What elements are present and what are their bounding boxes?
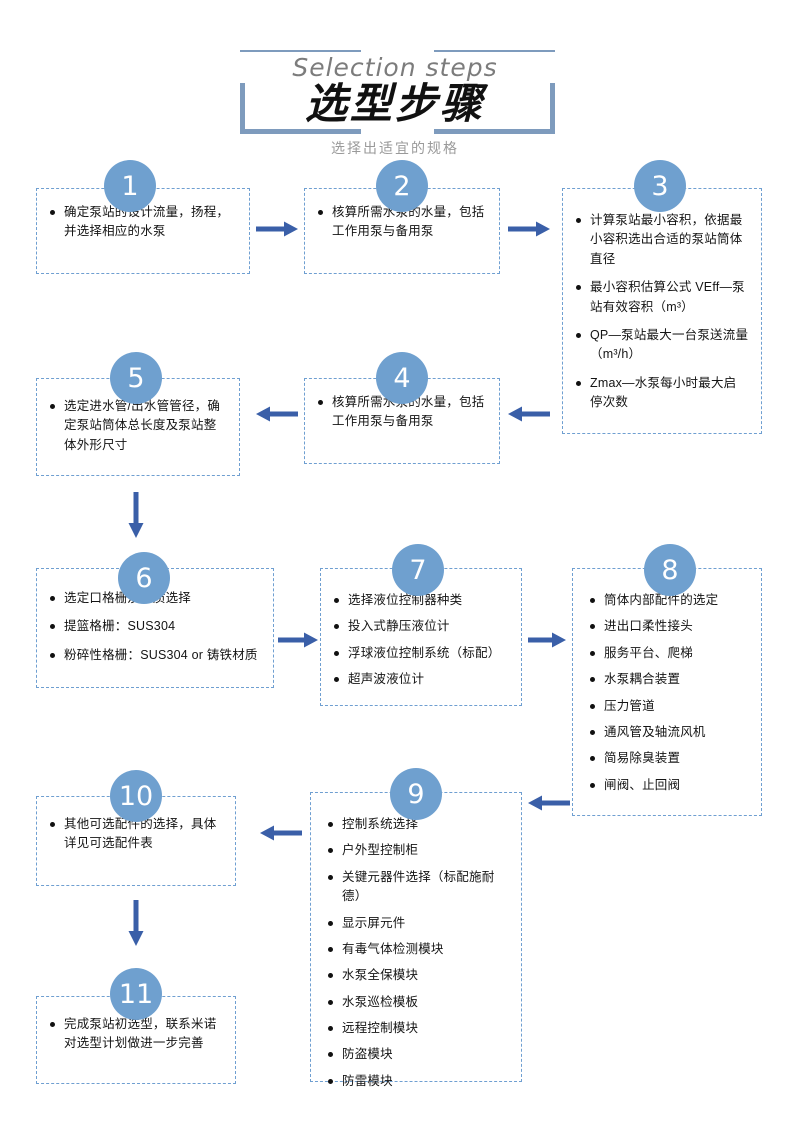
arrow-step1-to-step2 [256, 221, 298, 237]
bullet-item: 户外型控制柜 [327, 841, 509, 860]
step-badge-11: 11 [110, 968, 162, 1020]
step-badge-5: 5 [110, 352, 162, 404]
bullet-item: 水泵全保模块 [327, 966, 509, 985]
arrow-step3-to-step4 [508, 406, 550, 422]
bullet-item: 水泵耦合装置 [589, 670, 749, 689]
step-9-body: 控制系统选择 户外型控制柜 关键元器件选择（标配施耐德） 显示屏元件 有毒气体检… [311, 793, 521, 1101]
bullet-item: 闸阀、止回阀 [589, 776, 749, 795]
bullet-item: 其他可选配件的选择，具体详见可选配件表 [49, 815, 223, 854]
arrow-step8-to-step9 [528, 795, 570, 811]
step-badge-6: 6 [118, 552, 170, 604]
bullet-item: 超声波液位计 [333, 670, 509, 689]
title-block: Selection steps 选型步骤 选择出适宜的规格 [0, 24, 790, 160]
page-title: 选型步骤 [304, 79, 485, 128]
step-badge-10: 10 [110, 770, 162, 822]
step-box-7[interactable]: 选择液位控制器种类 投入式静压液位计 浮球液位控制系统（标配） 超声波液位计 [320, 568, 522, 706]
step-badge-1: 1 [104, 160, 156, 212]
step-box-8[interactable]: 筒体内部配件的选定 进出口柔性接头 服务平台、爬梯 水泵耦合装置 压力管道 通风… [572, 568, 762, 816]
arrow-step5-to-step6 [128, 492, 144, 538]
bullet-item: 防盗模块 [327, 1045, 509, 1064]
step-5-bullets: 选定进水管/出水管管径，确定泵站筒体总长度及泵站整体外形尺寸 [49, 397, 227, 455]
bullet-item: QP—泵站最大一台泵送流量（m³/h） [575, 326, 749, 365]
step-2-body: 核算所需水泵的水量，包括工作用泵与备用泵 [305, 189, 499, 252]
step-10-bullets: 其他可选配件的选择，具体详见可选配件表 [49, 815, 223, 854]
step-8-body: 筒体内部配件的选定 进出口柔性接头 服务平台、爬梯 水泵耦合装置 压力管道 通风… [573, 569, 761, 805]
bullet-item: 有毒气体检测模块 [327, 940, 509, 959]
step-3-bullets: 计算泵站最小容积，依据最小容积选出合适的泵站筒体直径 最小容积估算公式 VEff… [575, 211, 749, 412]
step-5-body: 选定进水管/出水管管径，确定泵站筒体总长度及泵站整体外形尺寸 [37, 379, 239, 465]
step-badge-7: 7 [392, 544, 444, 596]
bullet-item: 选定进水管/出水管管径，确定泵站筒体总长度及泵站整体外形尺寸 [49, 397, 227, 455]
step-badge-2: 2 [376, 160, 428, 212]
step-11-body: 完成泵站初选型，联系米诺对选型计划做进一步完善 [37, 997, 235, 1064]
step-3-body: 计算泵站最小容积，依据最小容积选出合适的泵站筒体直径 最小容积估算公式 VEff… [563, 189, 761, 422]
step-badge-9: 9 [390, 768, 442, 820]
bullet-item: 完成泵站初选型，联系米诺对选型计划做进一步完善 [49, 1015, 223, 1054]
bullet-item: 计算泵站最小容积，依据最小容积选出合适的泵站筒体直径 [575, 211, 749, 269]
bullet-item: 通风管及轴流风机 [589, 723, 749, 742]
step-11-bullets: 完成泵站初选型，联系米诺对选型计划做进一步完善 [49, 1015, 223, 1054]
bullet-item: 选择液位控制器种类 [333, 591, 509, 610]
arrow-step2-to-step3 [508, 221, 550, 237]
step-1-bullets: 确定泵站的设计流量，扬程，并选择相应的水泵 [49, 203, 237, 242]
bullet-item: 核算所需水泵的水量，包括工作用泵与备用泵 [317, 203, 487, 242]
bullet-item: 浮球液位控制系统（标配） [333, 644, 509, 663]
step-badge-4: 4 [376, 352, 428, 404]
step-box-9[interactable]: 控制系统选择 户外型控制柜 关键元器件选择（标配施耐德） 显示屏元件 有毒气体检… [310, 792, 522, 1088]
arrow-step7-to-step8 [528, 632, 566, 648]
bullet-item: 投入式静压液位计 [333, 617, 509, 636]
bullet-item: 粉碎性格栅：SUS304 or 铸铁材质 [49, 646, 261, 665]
arrow-step4-to-step5 [256, 406, 298, 422]
arrow-step9-to-step10 [260, 825, 302, 841]
step-box-11[interactable]: 完成泵站初选型，联系米诺对选型计划做进一步完善 [36, 996, 236, 1084]
bullet-item: Zmax—水泵每小时最大启停次数 [575, 374, 749, 413]
bullet-item: 控制系统选择 [327, 815, 509, 834]
step-7-bullets: 选择液位控制器种类 投入式静压液位计 浮球液位控制系统（标配） 超声波液位计 [333, 591, 509, 690]
bullet-item: 提篮格栅：SUS304 [49, 617, 261, 636]
bullet-item: 筒体内部配件的选定 [589, 591, 749, 610]
step-badge-8: 8 [644, 544, 696, 596]
step-box-2[interactable]: 核算所需水泵的水量，包括工作用泵与备用泵 [304, 188, 500, 274]
title-english: Selection steps [0, 52, 790, 83]
step-7-body: 选择液位控制器种类 投入式静压液位计 浮球液位控制系统（标配） 超声波液位计 [321, 569, 521, 700]
bullet-item: 压力管道 [589, 697, 749, 716]
arrow-step10-to-step11 [128, 900, 144, 946]
step-box-3[interactable]: 计算泵站最小容积，依据最小容积选出合适的泵站筒体直径 最小容积估算公式 VEff… [562, 188, 762, 434]
title-subtitle: 选择出适宜的规格 [0, 136, 790, 160]
step-1-body: 确定泵站的设计流量，扬程，并选择相应的水泵 [37, 189, 249, 252]
bullet-item: 显示屏元件 [327, 914, 509, 933]
bullet-item: 确定泵站的设计流量，扬程，并选择相应的水泵 [49, 203, 237, 242]
bullet-item: 水泵巡检模板 [327, 993, 509, 1012]
bullet-item: 防雷模块 [327, 1072, 509, 1091]
bullet-item: 服务平台、爬梯 [589, 644, 749, 663]
bullet-item: 进出口柔性接头 [589, 617, 749, 636]
step-badge-3: 3 [634, 160, 686, 212]
step-10-body: 其他可选配件的选择，具体详见可选配件表 [37, 797, 235, 864]
step-2-bullets: 核算所需水泵的水量，包括工作用泵与备用泵 [317, 203, 487, 242]
step-8-bullets: 筒体内部配件的选定 进出口柔性接头 服务平台、爬梯 水泵耦合装置 压力管道 通风… [589, 591, 749, 795]
arrow-step6-to-step7 [278, 632, 318, 648]
bullet-item: 远程控制模块 [327, 1019, 509, 1038]
step-9-bullets: 控制系统选择 户外型控制柜 关键元器件选择（标配施耐德） 显示屏元件 有毒气体检… [327, 815, 509, 1091]
bullet-item: 最小容积估算公式 VEff—泵站有效容积（m³） [575, 278, 749, 317]
bullet-item: 简易除臭装置 [589, 749, 749, 768]
bullet-item: 关键元器件选择（标配施耐德） [327, 868, 509, 907]
